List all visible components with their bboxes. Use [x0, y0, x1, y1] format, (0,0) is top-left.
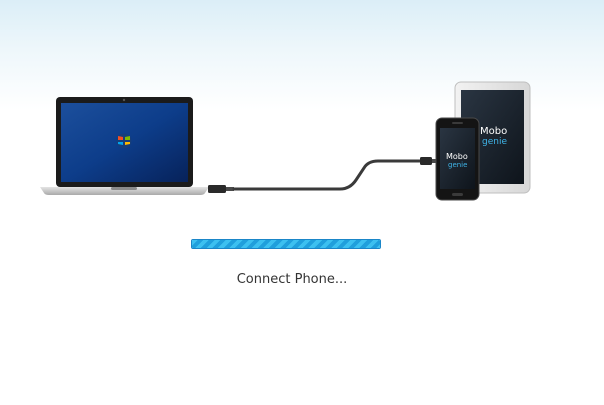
connection-illustration: Mobo genie Mobo genie [40, 81, 531, 201]
status-text: Connect Phone... [236, 272, 348, 287]
usb-cable-icon [208, 157, 438, 193]
tablet-icon: Mobo genie [454, 81, 531, 194]
connection-progress-bar [191, 239, 381, 249]
phone-brand-line2: genie [448, 161, 467, 169]
tablet-brand-line2: genie [482, 137, 507, 147]
tablet-brand-line1: Mobo [480, 126, 507, 137]
phone-brand-line1: Mobo [446, 152, 468, 161]
windows-logo-icon [116, 133, 132, 149]
progress-fill [192, 240, 380, 248]
laptop-icon [40, 97, 209, 195]
smartphone-icon: Mobo genie [435, 117, 480, 201]
